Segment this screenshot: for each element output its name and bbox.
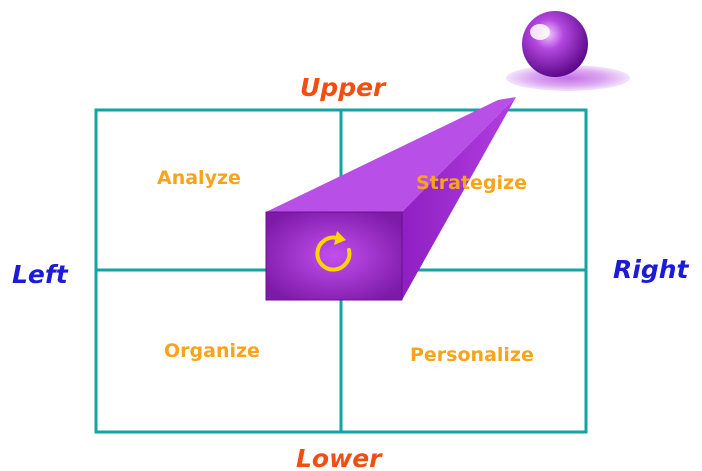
- prism-beam: [265, 97, 516, 301]
- axis-label-left: Left: [12, 260, 68, 289]
- quadrant-label-organize: Organize: [164, 340, 260, 362]
- axis-label-right: Right: [613, 255, 689, 284]
- sphere-icon: [522, 11, 588, 77]
- axis-label-upper: Upper: [300, 73, 386, 102]
- quadrant-label-personalize: Personalize: [410, 344, 534, 366]
- prism-side-face: [402, 97, 516, 300]
- prism-top-face: [266, 97, 516, 212]
- cycle-arrow-icon: [315, 231, 352, 272]
- quadrant-label-strategize: Strategize: [416, 172, 527, 194]
- prism-front-face: [265, 211, 403, 301]
- quadrant-label-analyze: Analyze: [157, 167, 241, 189]
- axis-label-lower: Lower: [296, 444, 382, 471]
